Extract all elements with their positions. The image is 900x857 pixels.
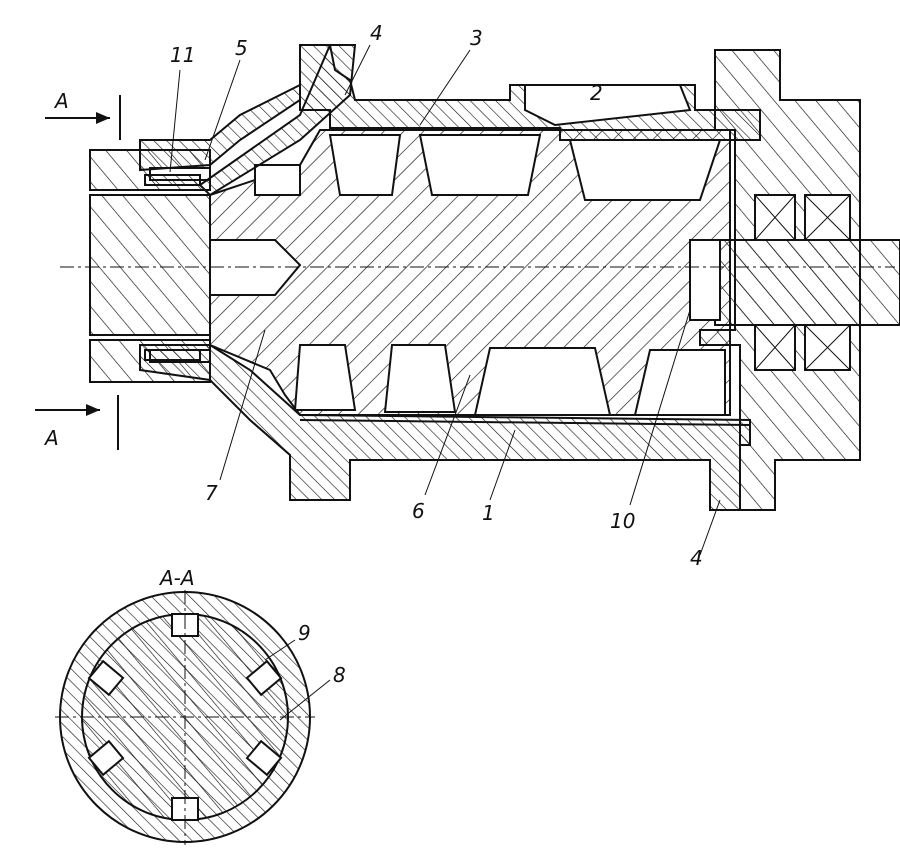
label-part-6: 6 [412,499,425,523]
label-part-8: 8 [333,663,346,687]
section-view-a-a: A-A 9 8 [55,566,346,845]
label-part-2: 2 [590,81,603,105]
label-part-5: 5 [235,36,248,60]
label-part-4-bottom: 4 [690,546,703,570]
screw-rotor [209,129,731,416]
housing [139,44,761,511]
section-title: A-A [158,566,195,590]
label-part-1: 1 [482,501,495,525]
section-arrow-top: A [45,89,121,140]
label-section-a-top: A [53,89,69,113]
label-part-3: 3 [470,26,483,50]
label-part-9: 9 [298,621,311,645]
label-section-a-bottom: A [43,426,59,450]
label-part-7: 7 [205,481,218,505]
label-part-4-top: 4 [370,21,383,45]
label-part-11: 11 [170,43,195,67]
section-arrow-bottom: A [35,395,119,450]
bearing-housing [689,49,900,511]
label-part-10: 10 [610,509,635,533]
